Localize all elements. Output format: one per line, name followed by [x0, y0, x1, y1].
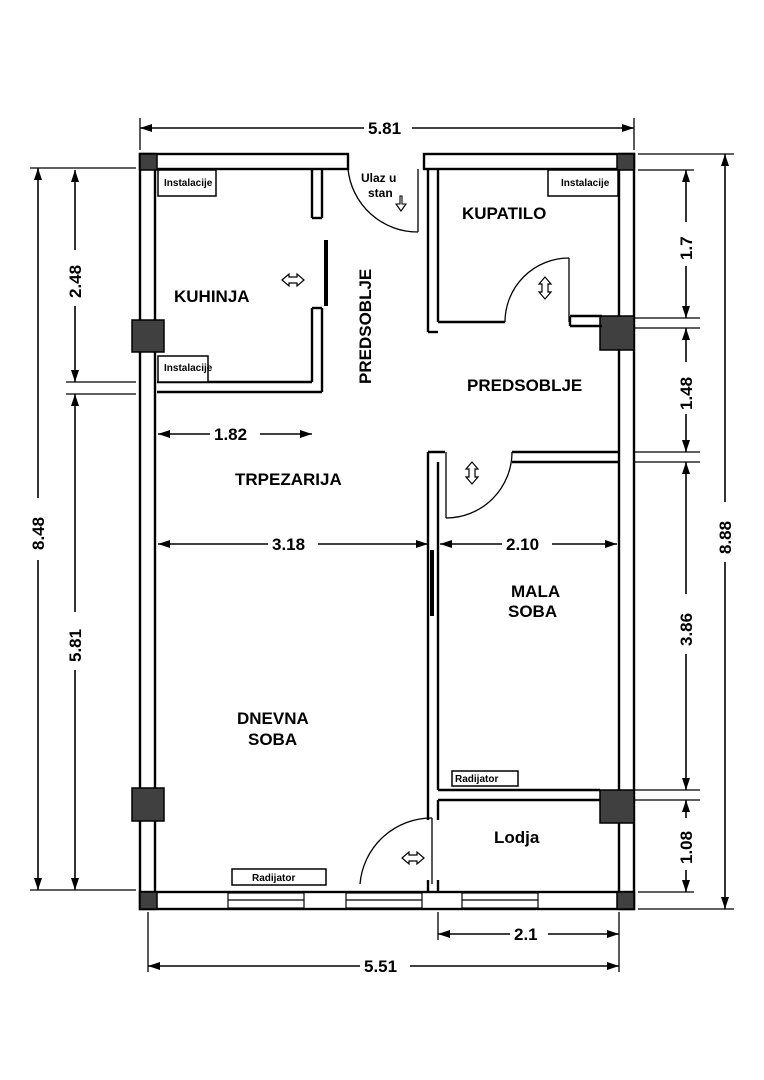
instalacije-box-bathroom — [547, 169, 619, 197]
dim-right-4: 1.08 — [677, 831, 696, 864]
column-top-right — [616, 153, 635, 171]
column-bottom-left — [139, 891, 158, 910]
column-right-low — [599, 789, 635, 824]
dim-right-1: 1.7 — [677, 236, 696, 260]
room-dnevna-soba-line1: DNEVNA — [237, 709, 309, 728]
instalacije-box-kitchen-top — [157, 169, 217, 197]
room-predsoblje: PREDSOBLJE — [467, 376, 582, 395]
wall-top-right — [422, 152, 636, 171]
dim-right-3: 3.86 — [677, 613, 696, 646]
columns — [131, 153, 635, 910]
room-mala-soba-line2: SOBA — [508, 602, 557, 621]
dim-left-upper: 2.48 — [66, 265, 85, 298]
arrow-down-icon — [394, 195, 408, 212]
radijator-box-small-room — [451, 770, 519, 787]
instalacije-label: Instalacije — [164, 178, 213, 189]
dim-right-outer: 8.88 — [716, 521, 735, 554]
dim-lodja-width: 2.1 — [514, 925, 538, 944]
wall-top-left — [138, 152, 350, 171]
double-arrow-icon — [281, 272, 305, 288]
entrance-label-line2: stan — [368, 186, 393, 200]
room-dnevna-soba-line2: SOBA — [248, 730, 297, 749]
dim-left-lower: 5.81 — [66, 629, 85, 662]
dim-living-width: 3.18 — [272, 535, 305, 554]
dim-bottom-width: 5.51 — [364, 957, 397, 976]
room-labels: KUHINJA KUPATILO PREDSOBLJE PREDSOBLJE T… — [174, 171, 582, 847]
entrance-label-line1: Ulaz u — [361, 171, 396, 185]
room-lodja: Lodja — [494, 828, 540, 847]
radijator-box-living — [231, 868, 327, 886]
instalacije-label: Instalacije — [561, 178, 610, 189]
door-arrows — [281, 195, 553, 866]
column-left-low — [131, 787, 165, 822]
room-kuhinja: KUHINJA — [174, 287, 250, 306]
lodja-door-arc — [359, 817, 433, 885]
room-kupatilo: KUPATILO — [462, 204, 546, 223]
radijator-label: Radijator — [252, 873, 295, 884]
bathroom-door-arc — [504, 257, 570, 323]
small-room-door-arc — [445, 451, 513, 519]
room-mala-soba-line1: MALA — [511, 582, 560, 601]
doors — [347, 168, 570, 885]
radijator-label: Radijator — [455, 774, 498, 785]
entrance-door-arc — [347, 168, 419, 233]
outer-walls — [138, 152, 636, 911]
dim-right-2: 1.48 — [677, 377, 696, 410]
column-left-mid — [131, 319, 165, 353]
column-top-left — [139, 153, 158, 171]
fixtures: Instalacije Instalacije Instalacije Radi… — [157, 169, 619, 886]
dim-left-outer: 8.48 — [29, 517, 48, 550]
dimension-lines: 5.81 5.51 2.1 1.82 3.18 2.10 8.48 — [29, 118, 735, 976]
dim-top-width: 5.81 — [368, 119, 401, 138]
interior-walls — [157, 170, 700, 892]
double-arrow-icon — [401, 850, 425, 866]
instalacije-label: Instalacije — [164, 363, 213, 374]
room-trpezarija: TRPEZARIJA — [235, 470, 342, 489]
dim-small-room-width: 2.10 — [506, 535, 539, 554]
room-predsoblje-vertical: PREDSOBLJE — [356, 269, 375, 384]
dim-kitchen-width: 1.82 — [214, 425, 247, 444]
column-right-mid — [599, 315, 635, 351]
double-arrow-icon — [537, 276, 553, 300]
double-arrow-icon — [464, 461, 480, 485]
instalacije-box-kitchen-bottom — [157, 355, 209, 383]
column-bottom-right — [616, 891, 635, 910]
